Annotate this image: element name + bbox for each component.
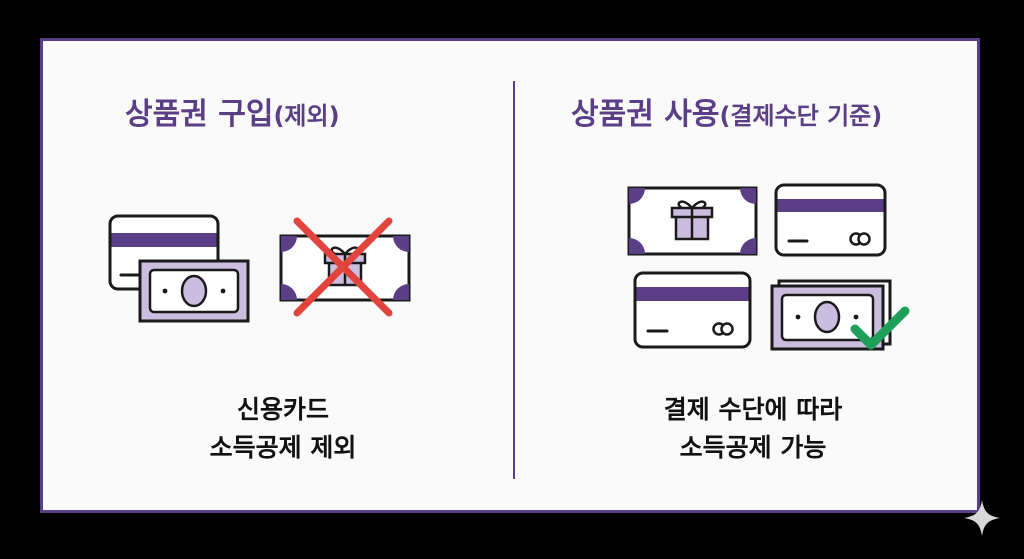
cash-bill-icon bbox=[138, 259, 250, 323]
gift-voucher-icon bbox=[627, 186, 758, 256]
left-illustration bbox=[108, 214, 411, 323]
right-caption-line1: 결제 수단에 따라 bbox=[663, 395, 843, 424]
sparkle-icon bbox=[964, 500, 1000, 536]
right-title-paren: (결제수단 기준) bbox=[719, 102, 883, 130]
right-title: 상품권 사용(결제수단 기준) bbox=[571, 89, 882, 133]
left-caption-line1: 신용카드 bbox=[236, 395, 329, 424]
left-caption-line2: 소득공제 제외 bbox=[209, 433, 357, 462]
check-mark-icon bbox=[850, 306, 910, 350]
credit-card-icon bbox=[774, 183, 887, 257]
right-title-main: 상품권 사용 bbox=[571, 97, 720, 132]
cross-mark-icon bbox=[293, 217, 393, 317]
gift-voucher-icon bbox=[279, 234, 411, 302]
left-title-paren: (제외) bbox=[273, 102, 340, 130]
right-caption-line2: 소득공제 가능 bbox=[679, 433, 827, 462]
right-caption: 결제 수단에 따라 소득공제 가능 bbox=[543, 391, 963, 467]
left-title: 상품권 구입(제외) bbox=[125, 89, 340, 133]
credit-card-icon bbox=[108, 214, 220, 291]
center-divider bbox=[513, 81, 515, 479]
left-title-main: 상품권 구입 bbox=[125, 97, 274, 132]
left-caption: 신용카드 소득공제 제외 bbox=[103, 391, 463, 467]
credit-card-icon bbox=[633, 271, 752, 349]
right-illustration bbox=[627, 183, 910, 351]
comparison-panel: 상품권 구입(제외) 상품권 사용(결제수단 기준) bbox=[40, 38, 980, 513]
